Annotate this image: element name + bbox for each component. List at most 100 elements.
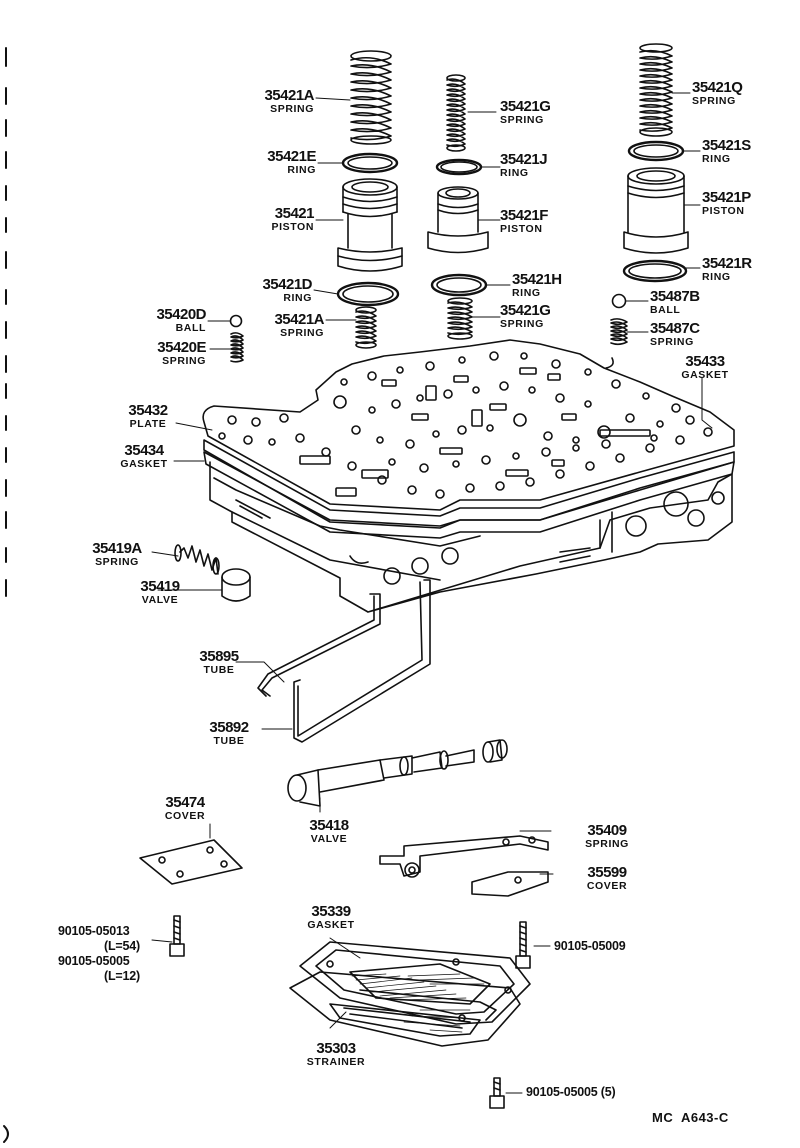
part-number: 35303 xyxy=(316,1040,356,1057)
piston-35421-drawing xyxy=(338,179,402,271)
part-name: COVER xyxy=(586,880,628,892)
spring-35421G-lower-drawing xyxy=(448,298,472,339)
part-name: VALVE xyxy=(310,833,348,845)
part-name: SPRING xyxy=(95,556,139,568)
label-35421Q: 35421Q SPRING xyxy=(692,79,743,107)
bolt-label-90105-05005-qty5: 90105-05005 (5) xyxy=(526,1085,616,1099)
label-35409: 35409 SPRING xyxy=(574,823,640,850)
part-name: SPRING xyxy=(162,355,206,367)
ring-35421E-drawing xyxy=(343,154,397,172)
part-number: 35434 xyxy=(124,442,164,459)
part-name: RING xyxy=(287,164,316,176)
part-name: PISTON xyxy=(500,223,543,235)
label-35433: 35433 GASKET xyxy=(672,354,738,381)
label-35420D: 35420D BALL xyxy=(124,307,206,334)
part-name: PLATE xyxy=(129,418,167,430)
label-35421F: 35421F PISTON xyxy=(500,208,548,235)
bolt-length-54: (L=54) xyxy=(104,939,140,953)
part-number: 35599 xyxy=(587,864,627,881)
label-35421: 35421 PISTON xyxy=(232,205,315,233)
label-35419A: 35419A SPRING xyxy=(80,541,154,568)
bolt-label-90105-05009: 90105-05009 xyxy=(554,939,626,953)
label-35421G-top: 35421G SPRING xyxy=(500,99,551,126)
part-number: 35433 xyxy=(685,353,725,370)
part-name: BALL xyxy=(175,322,206,334)
part-name: SPRING xyxy=(270,103,314,115)
part-name: PISTON xyxy=(271,221,314,233)
label-35421G-lower: 35421G SPRING xyxy=(500,302,551,330)
part-name: SPRING xyxy=(500,114,544,126)
part-number: 35420D xyxy=(156,306,206,323)
bolt-90105-05013-drawing xyxy=(170,916,184,956)
label-35421A-top: 35421A SPRING xyxy=(232,88,314,115)
ring-35421H-drawing xyxy=(432,275,486,295)
part-name: COVER xyxy=(164,810,206,822)
label-35418: 35418 VALVE xyxy=(296,818,362,845)
ring-35421D-drawing xyxy=(338,283,398,305)
ring-35421S-drawing xyxy=(629,142,683,160)
part-name: RING xyxy=(512,287,541,299)
part-number: 35487C xyxy=(650,320,700,337)
part-number: 35421H xyxy=(512,271,562,288)
spring-35420E-drawing xyxy=(231,333,243,362)
bolt-length-12: (L=12) xyxy=(104,969,140,983)
part-number: 35421D xyxy=(262,276,312,293)
bolt-90105-05009-drawing xyxy=(516,922,530,968)
label-35421P: 35421P PISTON xyxy=(702,190,751,217)
tube-35895-drawing xyxy=(258,594,380,696)
label-35421A-lower: 35421A SPRING xyxy=(242,312,324,339)
part-name: SPRING xyxy=(650,336,694,348)
plate-35432-drawing xyxy=(204,440,734,528)
part-number: 35421 xyxy=(274,205,315,222)
part-name: PISTON xyxy=(702,205,745,217)
label-35421D: 35421D RING xyxy=(230,277,312,304)
part-name: SPRING xyxy=(692,95,736,107)
part-number: 35421S xyxy=(702,137,751,154)
label-35892: 35892 TUBE xyxy=(196,720,262,747)
part-name: BALL xyxy=(650,304,681,316)
part-name: TUBE xyxy=(203,664,235,676)
spring-35409-drawing xyxy=(380,836,548,877)
label-35421E: 35421E RING xyxy=(234,149,316,176)
label-35420E: 35420E SPRING xyxy=(124,340,206,367)
label-35421J: 35421J RING xyxy=(500,151,548,179)
part-name: SPRING xyxy=(500,318,544,330)
spring-35419A-drawing xyxy=(175,545,219,574)
label-35339: 35339 GASKET xyxy=(298,904,364,931)
part-number: 35421A xyxy=(274,311,324,328)
spring-35421A-lower-drawing xyxy=(356,307,376,348)
part-number: 35474 xyxy=(165,794,205,811)
label-35895: 35895 TUBE xyxy=(186,649,252,676)
piston-35421F-drawing xyxy=(428,187,488,253)
part-name: TUBE xyxy=(213,735,245,747)
part-number: 35421J xyxy=(500,151,548,168)
part-number: 35487B xyxy=(650,288,700,305)
part-number: 35892 xyxy=(209,719,249,736)
part-name: RING xyxy=(500,167,529,179)
valve-body-drawing xyxy=(210,462,732,612)
part-number: 35409 xyxy=(587,822,627,839)
part-name: GASKET xyxy=(120,458,168,470)
spring-35421Q-drawing xyxy=(640,44,672,136)
binding-marks xyxy=(4,48,8,1142)
ring-35421R-drawing xyxy=(624,261,686,281)
label-35303: 35303 STRAINER xyxy=(298,1041,374,1068)
strainer-mesh-pattern xyxy=(352,974,484,1032)
part-name: SPRING xyxy=(280,327,324,339)
part-number: 35419 xyxy=(140,578,180,595)
part-number: 35421R xyxy=(702,255,752,272)
spring-35421G-top-drawing xyxy=(447,75,465,151)
cover-35599-drawing xyxy=(472,872,548,896)
part-number: 35421A xyxy=(264,87,314,104)
part-number: 35339 xyxy=(311,903,351,920)
part-name: SPRING xyxy=(585,838,629,850)
part-name: STRAINER xyxy=(306,1056,366,1068)
part-number: 35421Q xyxy=(692,79,743,96)
part-number: 35420E xyxy=(157,339,206,356)
part-number: 35418 xyxy=(309,817,349,834)
bolt-label-90105-05013: 90105-05013 xyxy=(58,924,130,938)
drawing-code: MC A643-C xyxy=(652,1110,729,1125)
ring-35421J-drawing xyxy=(437,160,481,174)
part-number: 35421G xyxy=(500,302,551,319)
